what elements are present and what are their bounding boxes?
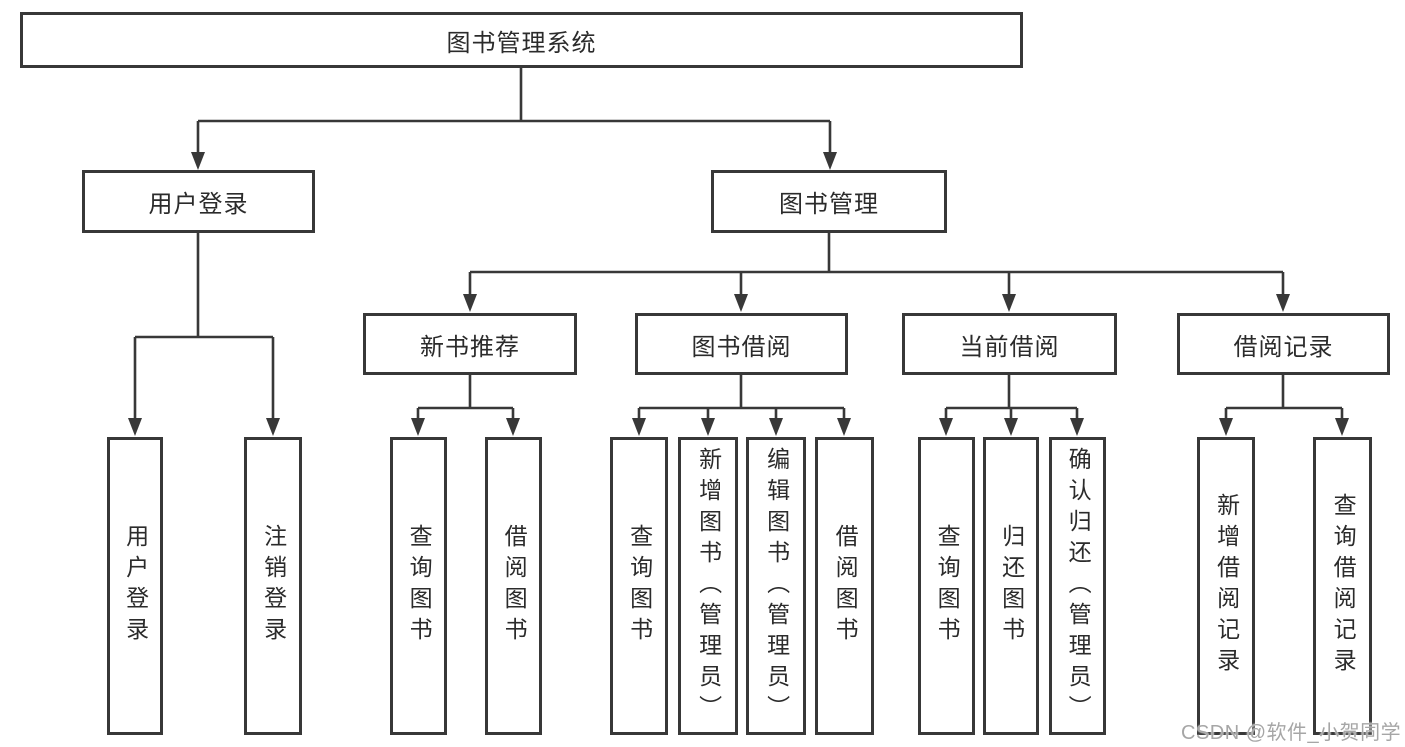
leaf-confirm-return-admin-label: 确认归还（管理员） <box>1065 446 1092 726</box>
leaf-logout-label: 注销登录 <box>260 524 287 648</box>
leaf-edit-books-admin: 编辑图书（管理员） <box>746 437 806 735</box>
leaf-newbook-borrow-books-label: 借阅图书 <box>501 524 528 648</box>
leaf-add-books-admin-label: 新增图书（管理员） <box>695 446 722 726</box>
leaf-user-login: 用户登录 <box>107 437 163 735</box>
node-new-book-recommend: 新书推荐 <box>363 313 577 375</box>
leaf-edit-books-admin-label: 编辑图书（管理员） <box>763 446 790 726</box>
connector-bookmgmt-to-level3 <box>463 233 1290 312</box>
csdn-watermark: CSDN @软件_小贺同学 <box>1181 722 1402 744</box>
leaf-return-books: 归还图书 <box>983 437 1039 735</box>
leaf-borrow-query-books: 查询图书 <box>610 437 668 735</box>
node-book-borrow: 图书借阅 <box>635 313 848 375</box>
leaf-borrow-query-books-label: 查询图书 <box>626 524 653 648</box>
leaf-logout: 注销登录 <box>244 437 302 735</box>
node-current-borrow: 当前借阅 <box>902 313 1117 375</box>
connector-newbook-to-leaves <box>411 375 520 436</box>
leaf-newbook-borrow-books: 借阅图书 <box>485 437 542 735</box>
leaf-borrow-books: 借阅图书 <box>815 437 874 735</box>
node-new-book-recommend-label: 新书推荐 <box>420 333 520 361</box>
connector-userlogin-to-leaves <box>128 233 280 436</box>
node-book-borrow-label: 图书借阅 <box>691 333 792 361</box>
leaf-add-borrow-record: 新增借阅记录 <box>1197 437 1255 735</box>
leaf-user-login-label: 用户登录 <box>122 524 149 648</box>
leaf-newbook-query-books: 查询图书 <box>390 437 447 735</box>
node-user-login: 用户登录 <box>82 170 315 233</box>
leaf-add-borrow-record-label: 新增借阅记录 <box>1213 493 1240 679</box>
node-current-borrow-label: 当前借阅 <box>959 333 1060 361</box>
connector-root-to-level2 <box>191 68 837 170</box>
leaf-query-borrow-record: 查询借阅记录 <box>1313 437 1372 735</box>
leaf-newbook-query-books-label: 查询图书 <box>406 524 433 648</box>
node-user-login-label: 用户登录 <box>148 191 249 218</box>
leaf-return-books-label: 归还图书 <box>998 524 1025 648</box>
connector-bookborrow-to-leaves <box>632 375 851 436</box>
node-borrow-record: 借阅记录 <box>1177 313 1390 375</box>
leaf-current-query-books: 查询图书 <box>918 437 975 735</box>
connector-borrowrecord-to-leaves <box>1219 375 1349 436</box>
leaf-add-books-admin: 新增图书（管理员） <box>678 437 738 735</box>
leaf-borrow-books-label: 借阅图书 <box>832 524 859 648</box>
leaf-query-borrow-record-label: 查询借阅记录 <box>1330 493 1357 679</box>
connector-currentborrow-to-leaves <box>939 375 1084 436</box>
node-borrow-record-label: 借阅记录 <box>1233 333 1334 361</box>
leaf-current-query-books-label: 查询图书 <box>934 524 961 648</box>
node-book-management-label: 图书管理 <box>779 191 879 218</box>
node-root-system: 图书管理系统 <box>20 12 1023 68</box>
node-book-management: 图书管理 <box>711 170 947 233</box>
node-root-label: 图书管理系统 <box>446 29 597 57</box>
leaf-confirm-return-admin: 确认归还（管理员） <box>1049 437 1106 735</box>
